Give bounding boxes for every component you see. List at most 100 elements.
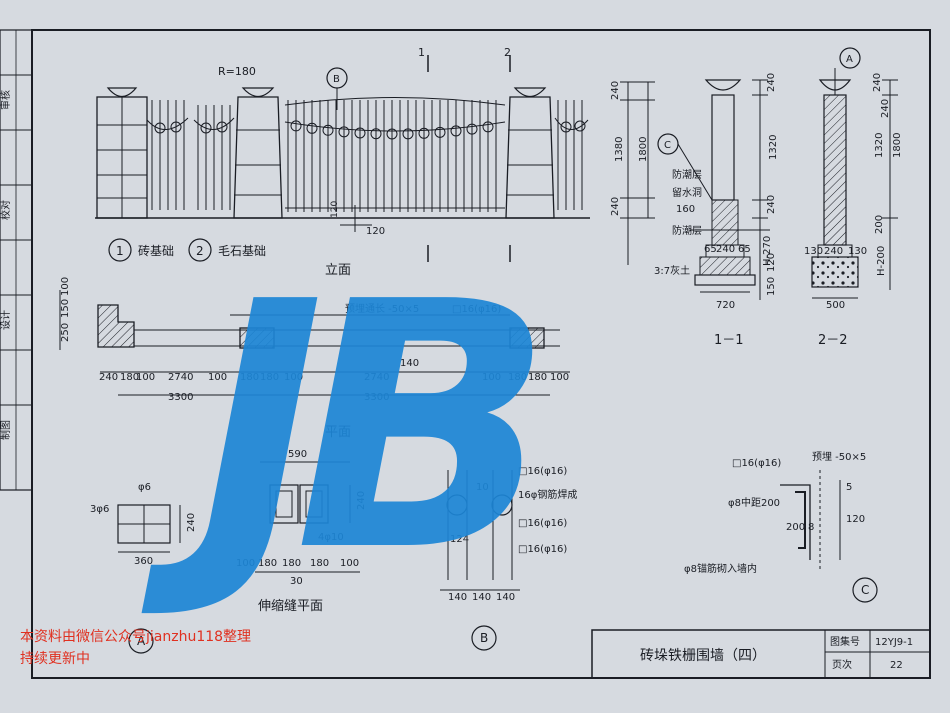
detail-b-note-1: □16(φ16) [518,466,567,477]
elevation-title: 立面 [325,263,351,278]
side-label-1: 审核 [0,90,12,110]
fence-pickets [287,100,497,212]
detail-c-embed: 预埋 -50×5 [812,451,866,463]
plan-row1-2: 100 [136,372,155,383]
plan-row1-1: 180 [120,372,139,383]
legend-2-num: 2 [196,244,204,258]
section-2-2-text: A 240 240 1320 1800 200 130 240 130 H-20… [804,54,903,348]
plan-text: 100 150 250 预埋通长 -50×5 □16(φ16) 140 240 … [60,277,569,440]
joint-dim-top: 590 [288,449,307,460]
detail-b-note-3: □16(φ16) [518,518,567,529]
s11-dim-160: 160 [676,204,695,215]
detail-c-dim-5: 5 [846,482,852,493]
detail-b-text: □16(φ16) 16φ钢筋焊成 □16(φ16) □16(φ16) 10 12… [448,466,577,645]
dim-120-vertical: 120 [330,201,340,218]
fence-ring [418,127,430,139]
fence-ring [386,128,398,140]
drawing-title: 砖垛铁栅围墙（四） [640,648,766,664]
plan-row1-6: 180 [260,372,279,383]
detail-a-label: A [137,634,146,648]
s11-dim-240-small: 240 [716,244,735,255]
plan-dim-140: 140 [400,358,419,369]
title-block-text: 砖垛铁栅围墙（四） 图集号 12YJ9-1 页次 22 [640,635,913,671]
plan-row1-5: 180 [240,372,259,383]
detail-c-spacing: φ8中距200 [728,496,780,509]
detail-c-dim-120: 120 [846,514,865,525]
plan-row1r-4: 100 [550,372,569,383]
title-block [591,629,931,679]
s11-dim-65-left: 65 [704,244,717,255]
s11-note-lime: 3:7灰土 [654,264,690,277]
fence-ring [306,122,318,134]
detail-a-width: 360 [134,556,153,567]
detail-a-bar2: 3φ6 [90,504,109,515]
section-mark-2-top: 2 [504,46,511,59]
atlas-label: 图集号 [830,635,860,648]
s22-h-label: H-200 [876,246,887,276]
fence-ring [370,128,382,140]
callout-a-top: A [846,54,853,65]
s11-dim-240: 240 [766,195,777,214]
detail-b-dim-b0: 140 [448,592,467,603]
elev-dim-240-bottom: 240 [610,197,621,216]
jb-logo-text: JB [140,230,534,626]
legend-1-text: 砖基础 [138,243,174,258]
elev-dim-1800: 1800 [638,137,649,162]
side-signature-block: 审核 校对 设计 制图 [0,29,33,491]
side-label-2: 校对 [0,200,12,220]
source-note-line2: 持续更新中 [20,650,90,667]
s22-dim-1800: 1800 [892,133,903,158]
joint-plan-text: 590 240 4φ10 100 180 180 180 100 30 伸缩缝平… [236,449,367,614]
plan-note-bar: □16(φ16) [452,304,501,315]
fence-ring [354,127,366,139]
s11-dim-65-right: 65 [738,244,751,255]
fence-ring [338,126,350,138]
detail-c-dim-8: 8 [808,522,814,533]
radius-label: R=180 [218,65,256,78]
elevation-view [95,55,655,265]
side-label-4: 制图 [0,420,12,440]
detail-b-dim-b2: 140 [496,592,515,603]
s22-dim-130-left: 130 [804,246,823,257]
detail-a [117,504,181,654]
plan-title: 平面 [325,425,351,440]
page-number: 22 [890,660,903,671]
joint-dim-b4: 100 [340,558,359,569]
callout-c-top: C [664,140,671,151]
joint-dim-b1: 180 [258,558,277,569]
pier-2 [233,96,283,219]
plan-total-right: 3300 [364,392,389,403]
joint-bar: 4φ10 [318,532,344,543]
detail-b [440,470,520,651]
joint-dim-h: 240 [356,491,367,510]
plan-row1r-1: 100 [482,372,501,383]
detail-c-anchor: φ8锚筋砌入墙内 [684,562,757,575]
section-1-1-text: C 防潮层 留水洞 防潮层 3:7灰土 240 1320 240 160 120… [654,73,779,348]
s22-dim-240-b: 240 [880,99,891,118]
plan-row1-0: 240 [99,372,118,383]
s22-dim-1320: 1320 [874,133,885,158]
s22-dim-240-a: 240 [872,73,883,92]
atlas-number: 12YJ9-1 [875,637,913,648]
source-note-line1: 本资料由微信公众号jianzhu118整理 [20,629,251,645]
plan-total-left: 3300 [168,392,193,403]
legend-2-text: 毛石基础 [218,244,266,258]
detail-c-bar: □16(φ16) [732,458,781,469]
plan-row1r-3: 180 [528,372,547,383]
page-label: 页次 [832,658,852,671]
s22-dim-240-mid: 240 [824,246,843,257]
detail-b-dim-10: 10 [476,482,489,493]
plan-dim-150: 150 [60,299,71,318]
s22-width: 500 [826,300,845,311]
joint-dim-b2: 180 [282,558,301,569]
fence-ring [322,124,334,136]
s22-dim-200: 200 [874,215,885,234]
detail-c-text: □16(φ16) 预埋 -50×5 φ8中距200 200 8 5 120 φ8… [684,451,869,597]
detail-a-text: φ6 3φ6 360 240 A [90,482,197,648]
detail-b-note-4: □16(φ16) [518,544,567,555]
s11-note-drain: 留水洞 [672,186,702,199]
elev-dim-240-top: 240 [610,81,621,100]
dim-120-horizontal: 120 [366,226,385,237]
